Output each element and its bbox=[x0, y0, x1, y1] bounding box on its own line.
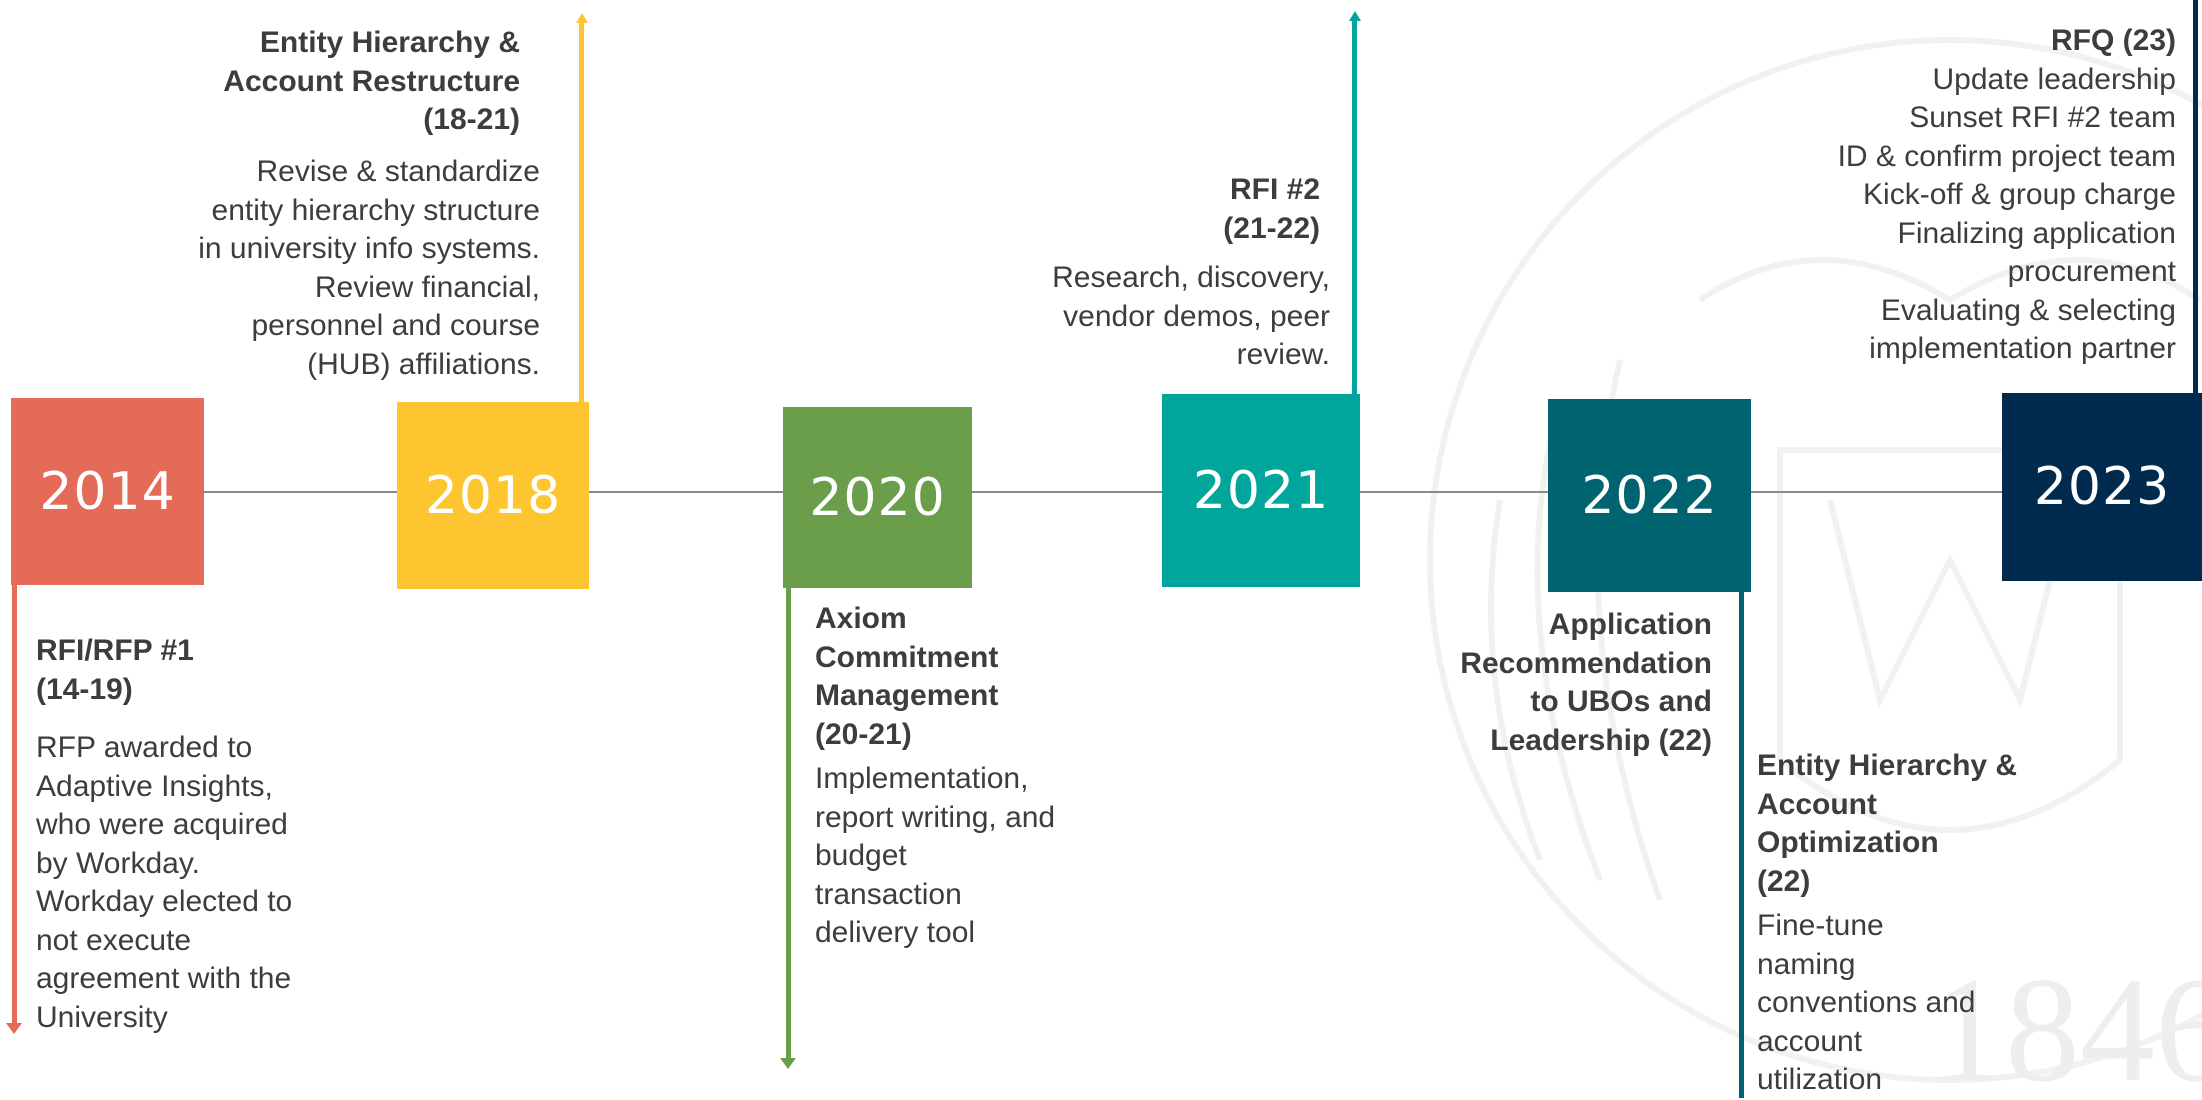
year-label: 2021 bbox=[1192, 460, 1330, 521]
milestone-2021-title: RFI #2 (21-22) bbox=[1100, 171, 1320, 248]
year-box-2018[interactable]: 2018 bbox=[397, 402, 589, 589]
year-box-2022[interactable]: 2022 bbox=[1548, 399, 1751, 592]
milestone-description: Update leadership Sunset RFI #2 team ID … bbox=[1837, 62, 2176, 366]
year-box-2023[interactable]: 2023 bbox=[2002, 393, 2202, 581]
stem-2022 bbox=[1739, 590, 1744, 1098]
milestone-title: Entity Hierarchy & Account Optimization … bbox=[1757, 749, 2018, 898]
milestone-description: Implementation, report writing, and budg… bbox=[815, 762, 1056, 949]
stem-2021 bbox=[1352, 20, 1357, 394]
milestone-title: RFI #2 (21-22) bbox=[1223, 173, 1320, 245]
milestone-2021-text: Research, discovery, vendor demos, peer … bbox=[980, 259, 1330, 375]
arrow-2021-icon bbox=[1349, 11, 1361, 21]
year-label: 2014 bbox=[39, 461, 176, 522]
arrow-2018-icon bbox=[576, 13, 588, 23]
milestone-2014-text: RFI/RFP #1 (14-19) RFP awarded to Adapti… bbox=[36, 632, 356, 1037]
arrow-2020-icon bbox=[780, 1058, 796, 1069]
milestone-description: Research, discovery, vendor demos, peer … bbox=[1052, 261, 1330, 371]
stem-2014 bbox=[12, 585, 17, 1025]
year-box-2020[interactable]: 2020 bbox=[783, 407, 972, 588]
stem-2020 bbox=[786, 588, 791, 1063]
stem-2018 bbox=[579, 22, 584, 402]
milestone-2018-text: Revise & standardize entity hierarchy st… bbox=[150, 153, 540, 384]
milestone-title: Axiom Commitment Management (20-21) bbox=[815, 602, 999, 751]
milestone-2023-text: RFQ (23) Update leadership Sunset RFI #2… bbox=[1780, 22, 2176, 369]
year-box-2014[interactable]: 2014 bbox=[11, 398, 204, 585]
milestone-title: RFQ (23) bbox=[2050, 24, 2176, 57]
milestone-description: Revise & standardize entity hierarchy st… bbox=[198, 155, 540, 381]
year-label: 2018 bbox=[424, 465, 562, 526]
year-label: 2023 bbox=[2033, 457, 2171, 517]
timeline-axis bbox=[200, 491, 2100, 493]
milestone-title: RFI/RFP #1 (14-19) bbox=[36, 634, 194, 706]
milestone-2022b-text: Entity Hierarchy & Account Optimization … bbox=[1757, 747, 2087, 1100]
year-label: 2022 bbox=[1581, 465, 1718, 526]
milestone-2018-title: Entity Hierarchy & Account Restructure (… bbox=[150, 24, 520, 140]
stem-2023 bbox=[2193, 0, 2198, 395]
arrow-2014-icon bbox=[6, 1023, 22, 1034]
milestone-2020-text: Axiom Commitment Management (20-21) Impl… bbox=[815, 600, 1115, 953]
milestone-2022a-text: Application Recommendation to UBOs and L… bbox=[1390, 606, 1712, 760]
milestone-description: Fine-tune naming conventions and account… bbox=[1757, 909, 1976, 1096]
milestone-title: Application Recommendation to UBOs and L… bbox=[1460, 608, 1712, 757]
year-label: 2020 bbox=[809, 467, 946, 528]
milestone-description: RFP awarded to Adaptive Insights, who we… bbox=[36, 731, 293, 1034]
year-box-2021[interactable]: 2021 bbox=[1162, 394, 1360, 587]
milestone-title: Entity Hierarchy & Account Restructure (… bbox=[223, 26, 520, 136]
